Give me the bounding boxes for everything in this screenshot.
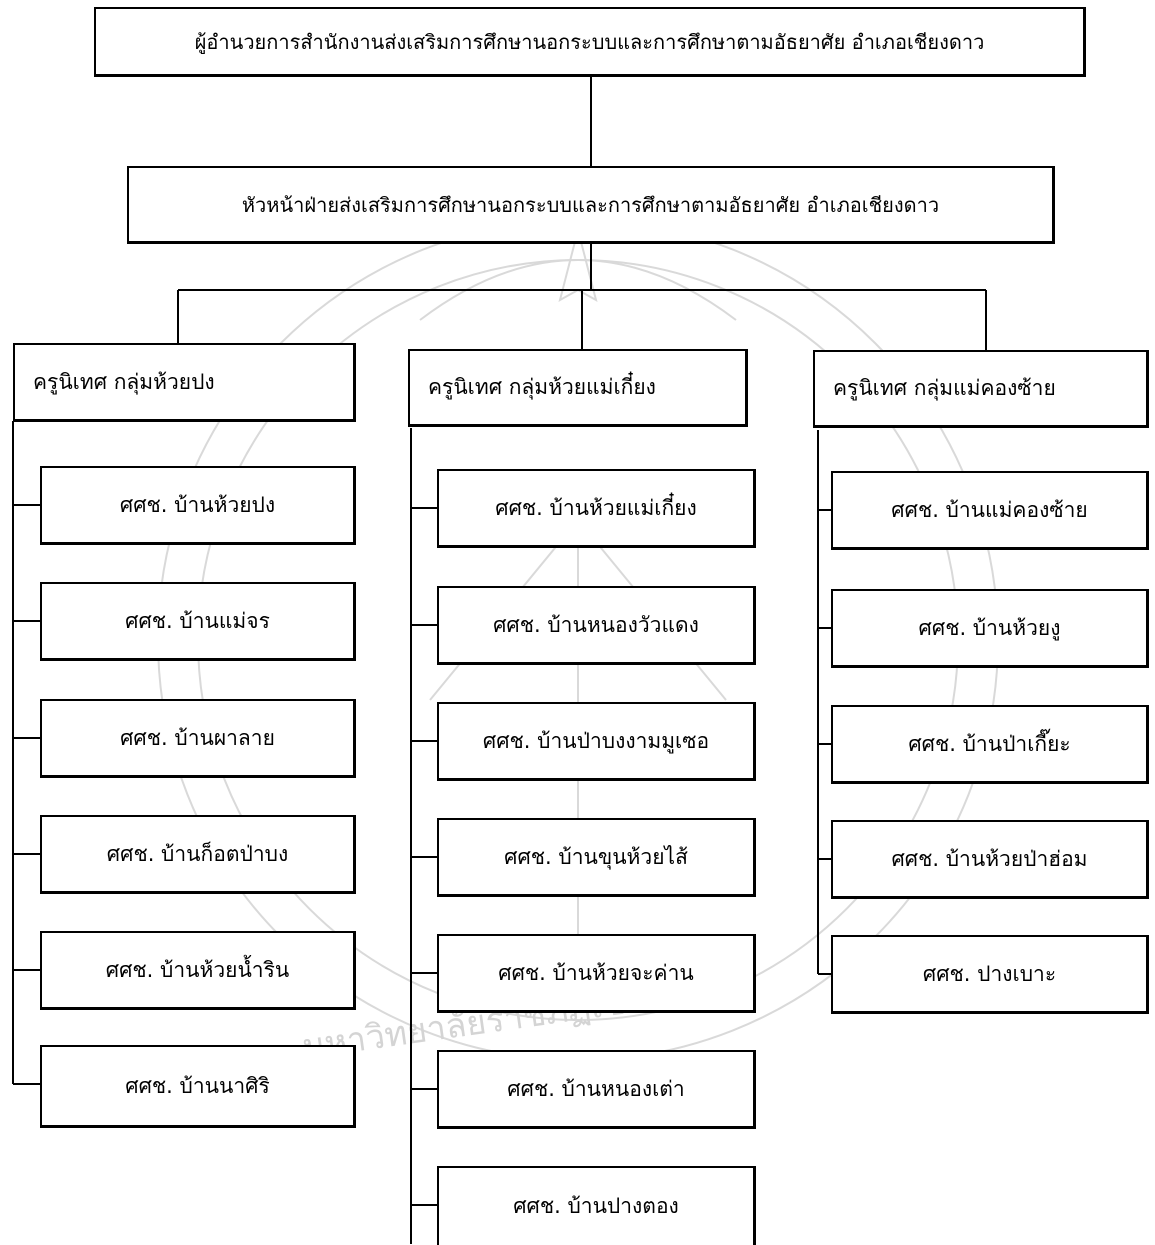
group-title-huaymaekiang: ครูนิเทศ กลุ่มห้วยแม่เกี๋ยง xyxy=(408,349,748,427)
center-box: ศศช. บ้านห้วยปง xyxy=(40,466,356,545)
group-title-maekongsai: ครูนิเทศ กลุ่มแม่คองซ้าย xyxy=(813,350,1149,428)
center-box: ศศช. บ้านป่าบงงามมูเซอ xyxy=(437,702,756,781)
center-box: ศศช. บ้านห้วยน้ำริน xyxy=(40,931,356,1010)
group-title-huaypong: ครูนิเทศ กลุ่มห้วยปง xyxy=(13,343,356,422)
center-box: ศศช. บ้านห้วยงู xyxy=(831,589,1149,668)
center-box: ศศช. บ้านป่าเกี๊ยะ xyxy=(831,705,1149,784)
head-box: หัวหน้าฝ่ายส่งเสริมการศึกษานอกระบบและการ… xyxy=(127,166,1055,244)
center-box: ศศช. บ้านห้วยจะค่าน xyxy=(437,934,756,1013)
center-box: ศศช. บ้านห้วยแม่เกี๋ยง xyxy=(437,469,756,548)
center-box: ศศช. บ้านปางตอง xyxy=(437,1166,756,1245)
center-box: ศศช. บ้านนาศิริ xyxy=(40,1045,356,1128)
center-box: ศศช. บ้านขุนห้วยไส้ xyxy=(437,818,756,897)
director-box: ผู้อำนวยการสำนักงานส่งเสริมการศึกษานอกระ… xyxy=(94,7,1086,77)
center-box: ศศช. บ้านห้วยป่าฮ่อม xyxy=(831,820,1149,899)
center-box: ศศช. ปางเบาะ xyxy=(831,935,1149,1014)
center-box: ศศช. บ้านแม่จร xyxy=(40,582,356,661)
center-box: ศศช. บ้านผาลาย xyxy=(40,699,356,778)
center-box: ศศช. บ้านแม่คองซ้าย xyxy=(831,471,1149,550)
center-box: ศศช. บ้านหนองเต่า xyxy=(437,1050,756,1129)
center-box: ศศช. บ้านก็อตป่าบง xyxy=(40,815,356,894)
center-box: ศศช. บ้านหนองวัวแดง xyxy=(437,586,756,665)
